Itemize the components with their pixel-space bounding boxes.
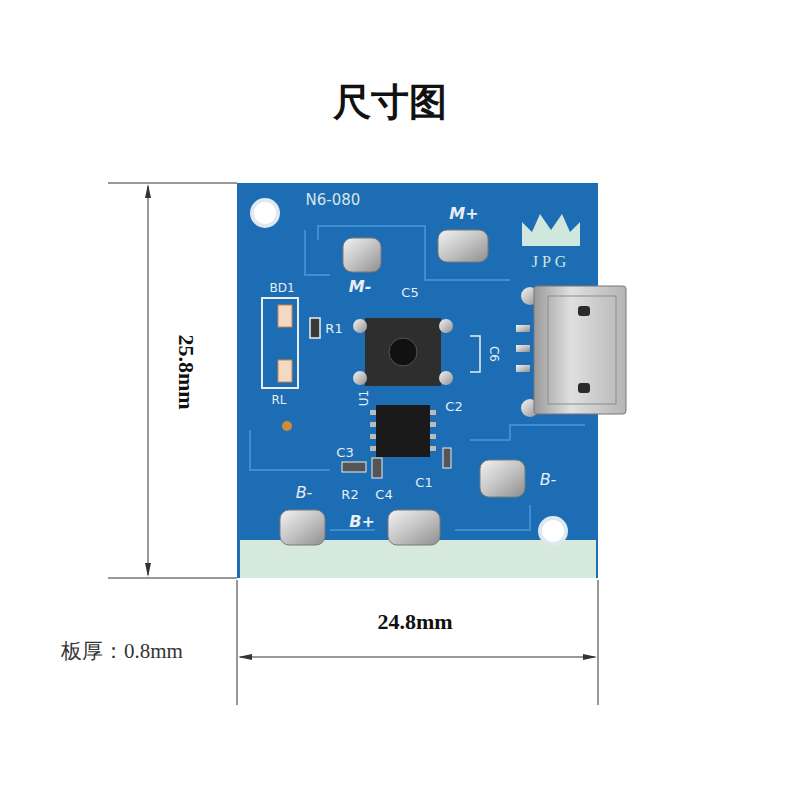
solder-pad (438, 230, 488, 262)
switch-leg (353, 319, 367, 333)
dimension-lines (108, 183, 598, 705)
ref-designator: R2 (341, 488, 358, 501)
switch-button (389, 338, 417, 366)
board-name: N6-080 (306, 193, 361, 208)
ref-designator: C5 (401, 286, 418, 299)
resistor (310, 318, 320, 338)
ref-designator: C4 (375, 488, 392, 501)
ref-designator: U1 (358, 390, 370, 406)
ref-designator: RL (271, 394, 286, 406)
switch-leg (353, 371, 367, 385)
pad-label: B- (296, 485, 312, 501)
micro-usb (516, 286, 626, 417)
pad-label: M- (349, 279, 372, 295)
dimension-text: 25.8mm (175, 334, 197, 409)
logo-text: JPG (532, 254, 571, 270)
thickness-note: 板厚：0.8mm (61, 641, 183, 662)
ref-designator: C3 (336, 446, 353, 459)
capacitor (372, 458, 382, 478)
led (278, 305, 292, 327)
pad-label: B+ (349, 514, 375, 530)
ref-designator: C1 (415, 476, 432, 489)
switch-leg (439, 371, 453, 385)
ref-designator: C2 (445, 400, 462, 413)
pad-label: B- (540, 472, 556, 488)
capacitor (443, 448, 451, 468)
mounting-hole (538, 516, 568, 546)
silk-strip (240, 540, 596, 578)
ic-chip (370, 405, 436, 457)
capacitor-outline (470, 336, 480, 372)
led (278, 360, 292, 382)
mounting-hole (250, 198, 280, 228)
test-point (282, 421, 292, 431)
dimension-text: 24.8mm (377, 611, 452, 633)
solder-pad (280, 510, 325, 545)
solder-pad (343, 238, 381, 272)
led-outline (262, 298, 298, 388)
resistor (342, 462, 366, 472)
mounting-hole (254, 202, 276, 224)
dimension-arrows (145, 184, 597, 660)
switch-leg (439, 319, 453, 333)
mounting-hole (542, 520, 564, 542)
diagram-title: 尺寸图 (333, 83, 447, 121)
solder-pad (480, 460, 525, 497)
solder-pad (388, 510, 440, 545)
logo-crown (522, 214, 580, 246)
ref-designator: C6 (488, 346, 500, 362)
ref-designator: BD1 (269, 282, 294, 294)
ref-designator: R1 (325, 322, 342, 335)
pad-label: M+ (449, 206, 478, 222)
tact-switch (365, 318, 441, 386)
